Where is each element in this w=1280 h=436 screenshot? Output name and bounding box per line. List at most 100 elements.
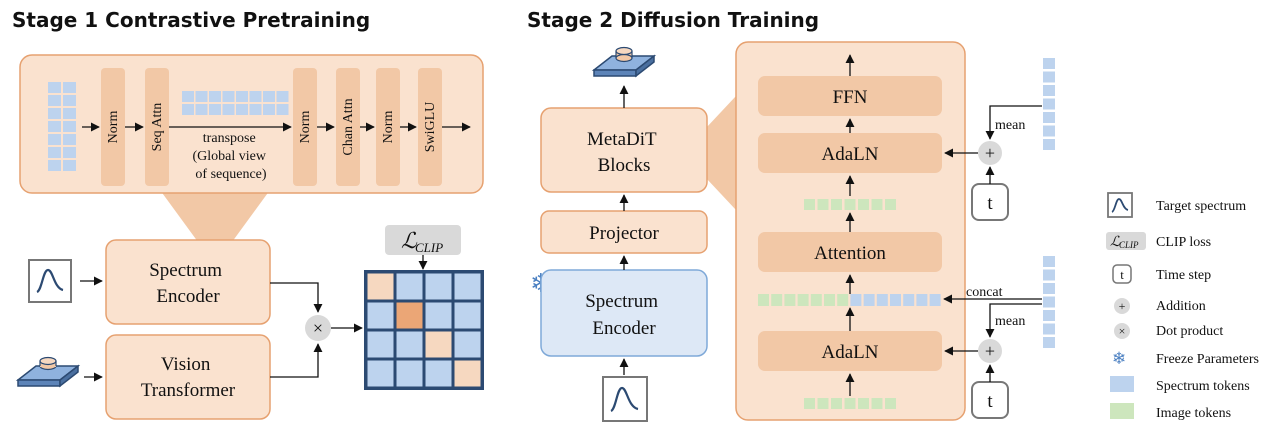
time-step-box-top: t — [971, 183, 1009, 221]
svg-text:×: × — [1119, 324, 1126, 338]
addition-node-top: + — [978, 141, 1002, 165]
spectrum-token — [195, 91, 208, 102]
spectrum-token — [850, 294, 862, 306]
legend-dot-product-label: Dot product — [1156, 324, 1223, 339]
svg-text:Chan Attn: Chan Attn — [341, 98, 356, 155]
stage1-flow-arrows — [80, 276, 363, 382]
transpose-label: transpose (Global view of sequence) — [193, 131, 270, 182]
spectrum-token — [182, 91, 194, 102]
svg-text:t: t — [987, 391, 993, 412]
spectrum-token — [209, 104, 221, 115]
svg-text:ℒ: ℒ — [1110, 235, 1121, 250]
mean-label-top: mean — [995, 118, 1025, 133]
svg-text:Spectrum Encoder: Spectrum Encoder — [149, 260, 227, 307]
image-token — [844, 398, 856, 409]
stage1-input-tokens — [48, 82, 76, 171]
image-token — [817, 398, 829, 409]
spectrum-token — [63, 160, 76, 171]
legend-time-step-icon: t — [1112, 264, 1132, 284]
spectrum-token — [249, 91, 262, 102]
image-token — [817, 199, 829, 210]
matrix-cell — [396, 273, 423, 300]
svg-text:CLIP: CLIP — [1119, 240, 1139, 250]
adaln-block-top: AdaLN — [758, 133, 942, 173]
image-token — [858, 398, 869, 409]
time-step-box-bottom: t — [971, 381, 1009, 419]
stage1-title: Stage 1 Contrastive Pretraining — [12, 8, 370, 32]
svg-text:Projector: Projector — [589, 223, 659, 244]
clip-loss-box: ℒ CLIP — [385, 225, 461, 255]
dot-product-node: × — [305, 315, 331, 341]
svg-text:CLIP: CLIP — [415, 240, 443, 255]
svg-text:Attention: Attention — [814, 243, 886, 264]
svg-text:t: t — [1120, 267, 1124, 282]
stage1-encoder-panel — [19, 54, 484, 194]
stage2-spectrum-input-icon — [602, 376, 648, 422]
spectrum-token — [48, 121, 61, 132]
matrix-cell — [396, 331, 423, 358]
svg-text:ℒ: ℒ — [401, 228, 418, 253]
metadit-blocks-box: MetaDiT Blocks — [540, 107, 708, 193]
image-token — [797, 294, 809, 306]
seq-attn-block: Seq Attn — [145, 68, 169, 186]
spectrum-token — [182, 104, 194, 115]
matrix-cell — [425, 360, 452, 387]
svg-text:Spectrum Encoder: Spectrum Encoder — [585, 291, 663, 339]
spectrum-token — [48, 108, 61, 119]
spectrum-token — [903, 294, 915, 306]
spectrum-token — [1043, 296, 1055, 308]
matrix-cell — [367, 331, 394, 358]
matrix-cell — [454, 302, 481, 329]
norm-block-2: Norm — [293, 68, 317, 186]
svg-text:Seq Attn: Seq Attn — [150, 103, 165, 152]
spectrum-token — [249, 104, 262, 115]
image-token — [824, 294, 835, 306]
spectrum-token — [263, 91, 275, 102]
spectrum-token — [890, 294, 901, 306]
stage2-condition-arrows — [943, 105, 1042, 382]
spectrum-token — [863, 294, 875, 306]
spectrum-token — [1043, 310, 1055, 321]
frozen-spectrum-encoder-box: Spectrum Encoder — [540, 269, 708, 357]
spectrum-token — [1043, 139, 1055, 150]
spectrum-token — [63, 95, 76, 106]
stage2-spectrum-token-columns — [1043, 58, 1055, 348]
matrix-cell — [454, 360, 481, 387]
norm-block-3: Norm — [376, 68, 400, 186]
stage2-token-rows — [758, 199, 941, 409]
spectrum-token — [63, 108, 76, 119]
legend-image-tokens-label: Image tokens — [1156, 406, 1231, 421]
matrix-cell — [425, 273, 452, 300]
spectrum-token — [1043, 85, 1055, 96]
legend-time-step-label: Time step — [1156, 268, 1211, 283]
legend-image-token-swatch — [1110, 403, 1134, 419]
svg-text:×: × — [313, 318, 323, 338]
spectrum-token — [63, 147, 76, 158]
concat-label: concat — [966, 285, 1003, 300]
matrix-cell — [367, 360, 394, 387]
image-token — [837, 294, 849, 306]
image-token — [831, 199, 842, 210]
attention-block: Attention — [758, 232, 942, 272]
svg-text:MetaDiT Blocks: MetaDiT Blocks — [587, 129, 661, 176]
spectrum-token — [1043, 58, 1055, 69]
matrix-cell — [454, 273, 481, 300]
spectrum-token — [1043, 98, 1055, 110]
chan-attn-block: Chan Attn — [336, 68, 360, 186]
mean-label-bottom: mean — [995, 314, 1025, 329]
image-token — [810, 294, 822, 306]
svg-text:Vision Transformer: Vision Transformer — [141, 354, 236, 401]
stage2-title: Stage 2 Diffusion Training — [527, 8, 819, 32]
spectrum-token — [63, 121, 76, 132]
svg-text:Norm: Norm — [106, 111, 121, 144]
spectrum-token — [236, 91, 248, 102]
matrix-cell — [396, 302, 423, 329]
svg-text:AdaLN: AdaLN — [822, 342, 879, 363]
image-token — [804, 199, 815, 210]
spectrum-token — [1043, 283, 1055, 294]
spectrum-token — [236, 104, 248, 115]
adaln-block-bottom: AdaLN — [758, 331, 942, 371]
image-token — [885, 398, 896, 409]
legend-addition-label: Addition — [1156, 299, 1206, 314]
image-token — [804, 398, 815, 409]
